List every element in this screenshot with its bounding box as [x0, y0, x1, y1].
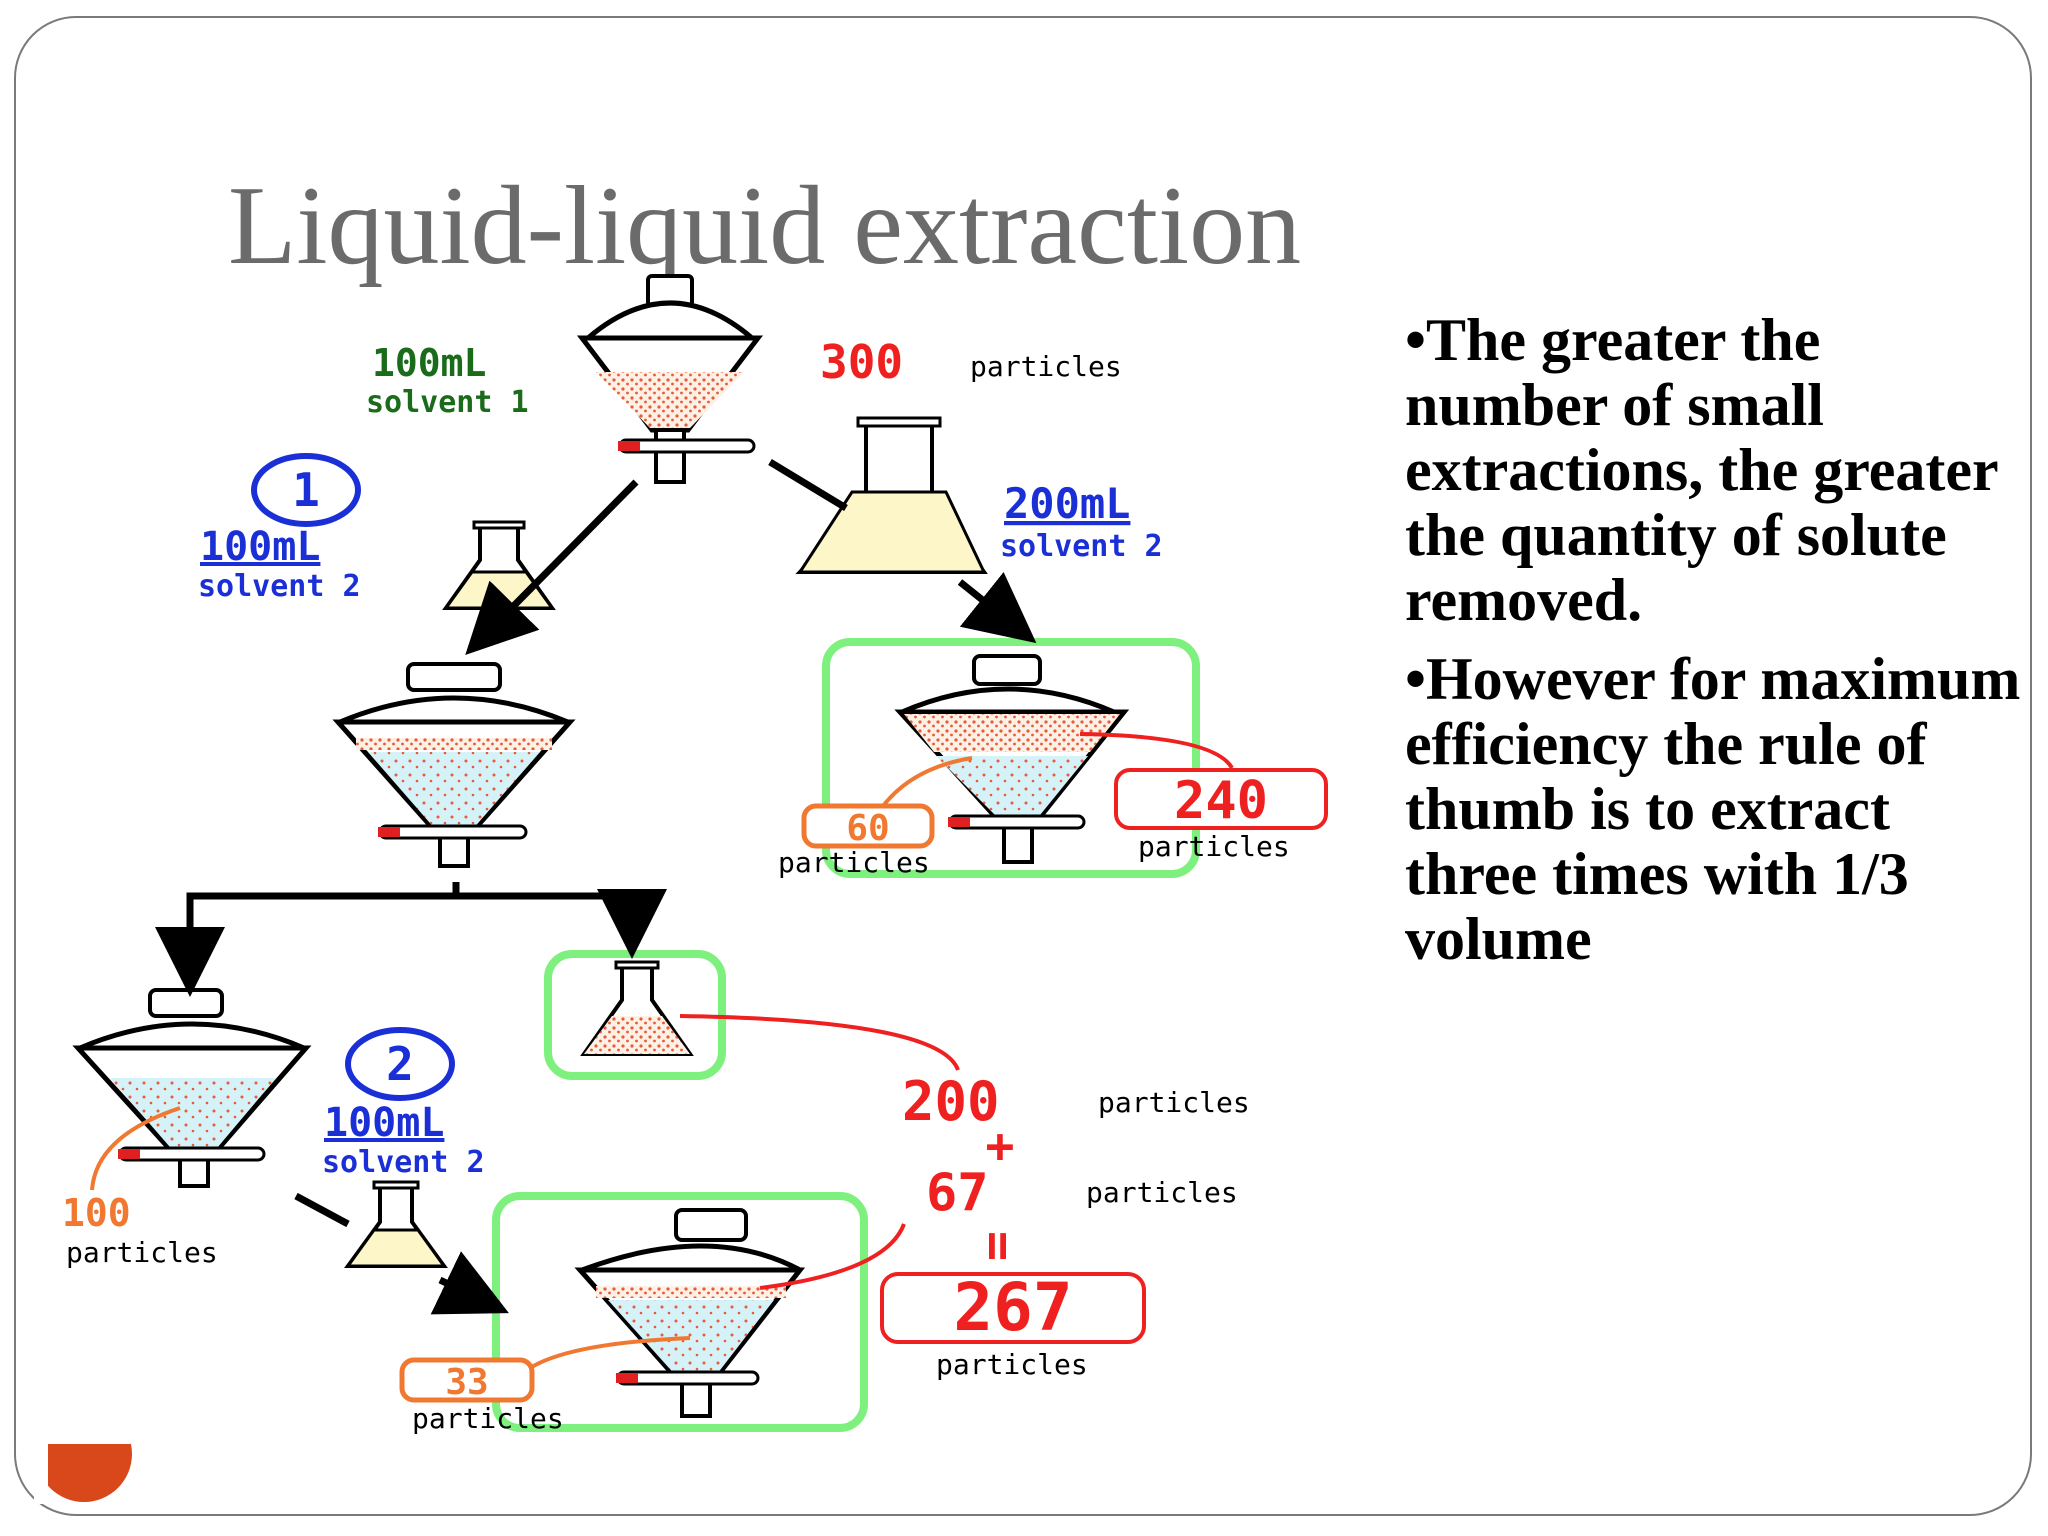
single-volume: 200mL	[1004, 479, 1130, 528]
step-1-solvent: solvent 2	[198, 569, 361, 604]
step-2-volume: 100mL	[324, 1100, 444, 1146]
sum-second-unit: particles	[1086, 1176, 1238, 1209]
funnel-bottom-middle	[574, 1208, 806, 1418]
start-count: 300	[820, 335, 903, 389]
count-box-267	[880, 1272, 1146, 1344]
sum-second-count: 67	[926, 1163, 989, 1223]
after-step2-count: 33	[445, 1362, 488, 1403]
sum-total-count: 267	[953, 1269, 1072, 1346]
flask-step1	[442, 520, 556, 610]
count-box-60	[801, 803, 935, 849]
start-volume: 100mL	[372, 341, 486, 385]
count-box-240	[1114, 768, 1328, 830]
slide-title: Liquid-liquid extraction	[228, 164, 1302, 288]
flask-200ml	[795, 416, 988, 574]
flow-arrows	[155, 459, 1037, 1315]
sum-total-unit: particles	[936, 1348, 1088, 1381]
funnel-top	[576, 274, 764, 484]
sum-plus: +	[986, 1118, 1015, 1174]
connector-curves	[90, 732, 1234, 1380]
funnel-bottom-left	[72, 988, 312, 1188]
bullet-2: •However for maximum efficiency the rule…	[1405, 646, 2021, 972]
funnel-single-extraction	[894, 654, 1130, 864]
slide-frame	[14, 16, 2032, 1516]
step-2-circle	[345, 1027, 455, 1101]
funnel-middle	[332, 662, 576, 868]
page-corner-marker	[34, 1404, 134, 1504]
step-2-solvent: solvent 2	[322, 1145, 485, 1180]
bullet-list: •The greater the number of small extract…	[1405, 308, 2025, 986]
sum-first-count: 200	[902, 1070, 1000, 1133]
count-box-33	[399, 1357, 535, 1403]
after-step2-unit: particles	[412, 1402, 564, 1435]
single-aqueous-unit: particles	[778, 846, 930, 879]
bullet-1: •The greater the number of small extract…	[1405, 307, 1998, 633]
start-solvent: solvent 1	[366, 385, 529, 420]
step-2-number: 2	[386, 1037, 414, 1091]
after-step1-count: 100	[62, 1191, 131, 1235]
start-unit: particles	[970, 350, 1122, 383]
flask-step2	[344, 1180, 448, 1268]
step-1-volume: 100mL	[200, 524, 320, 570]
sum-first-unit: particles	[1098, 1086, 1250, 1119]
single-organic-count: 240	[1174, 771, 1268, 831]
single-solvent: solvent 2	[1000, 529, 1163, 564]
after-step1-unit: particles	[66, 1236, 218, 1269]
sum-equals: =	[970, 1231, 1028, 1261]
step-1-circle	[251, 453, 361, 527]
flask-combined-extract	[580, 960, 694, 1056]
single-organic-unit: particles	[1138, 830, 1290, 863]
step-1-number: 1	[292, 463, 320, 517]
single-aqueous-count: 60	[846, 808, 889, 849]
